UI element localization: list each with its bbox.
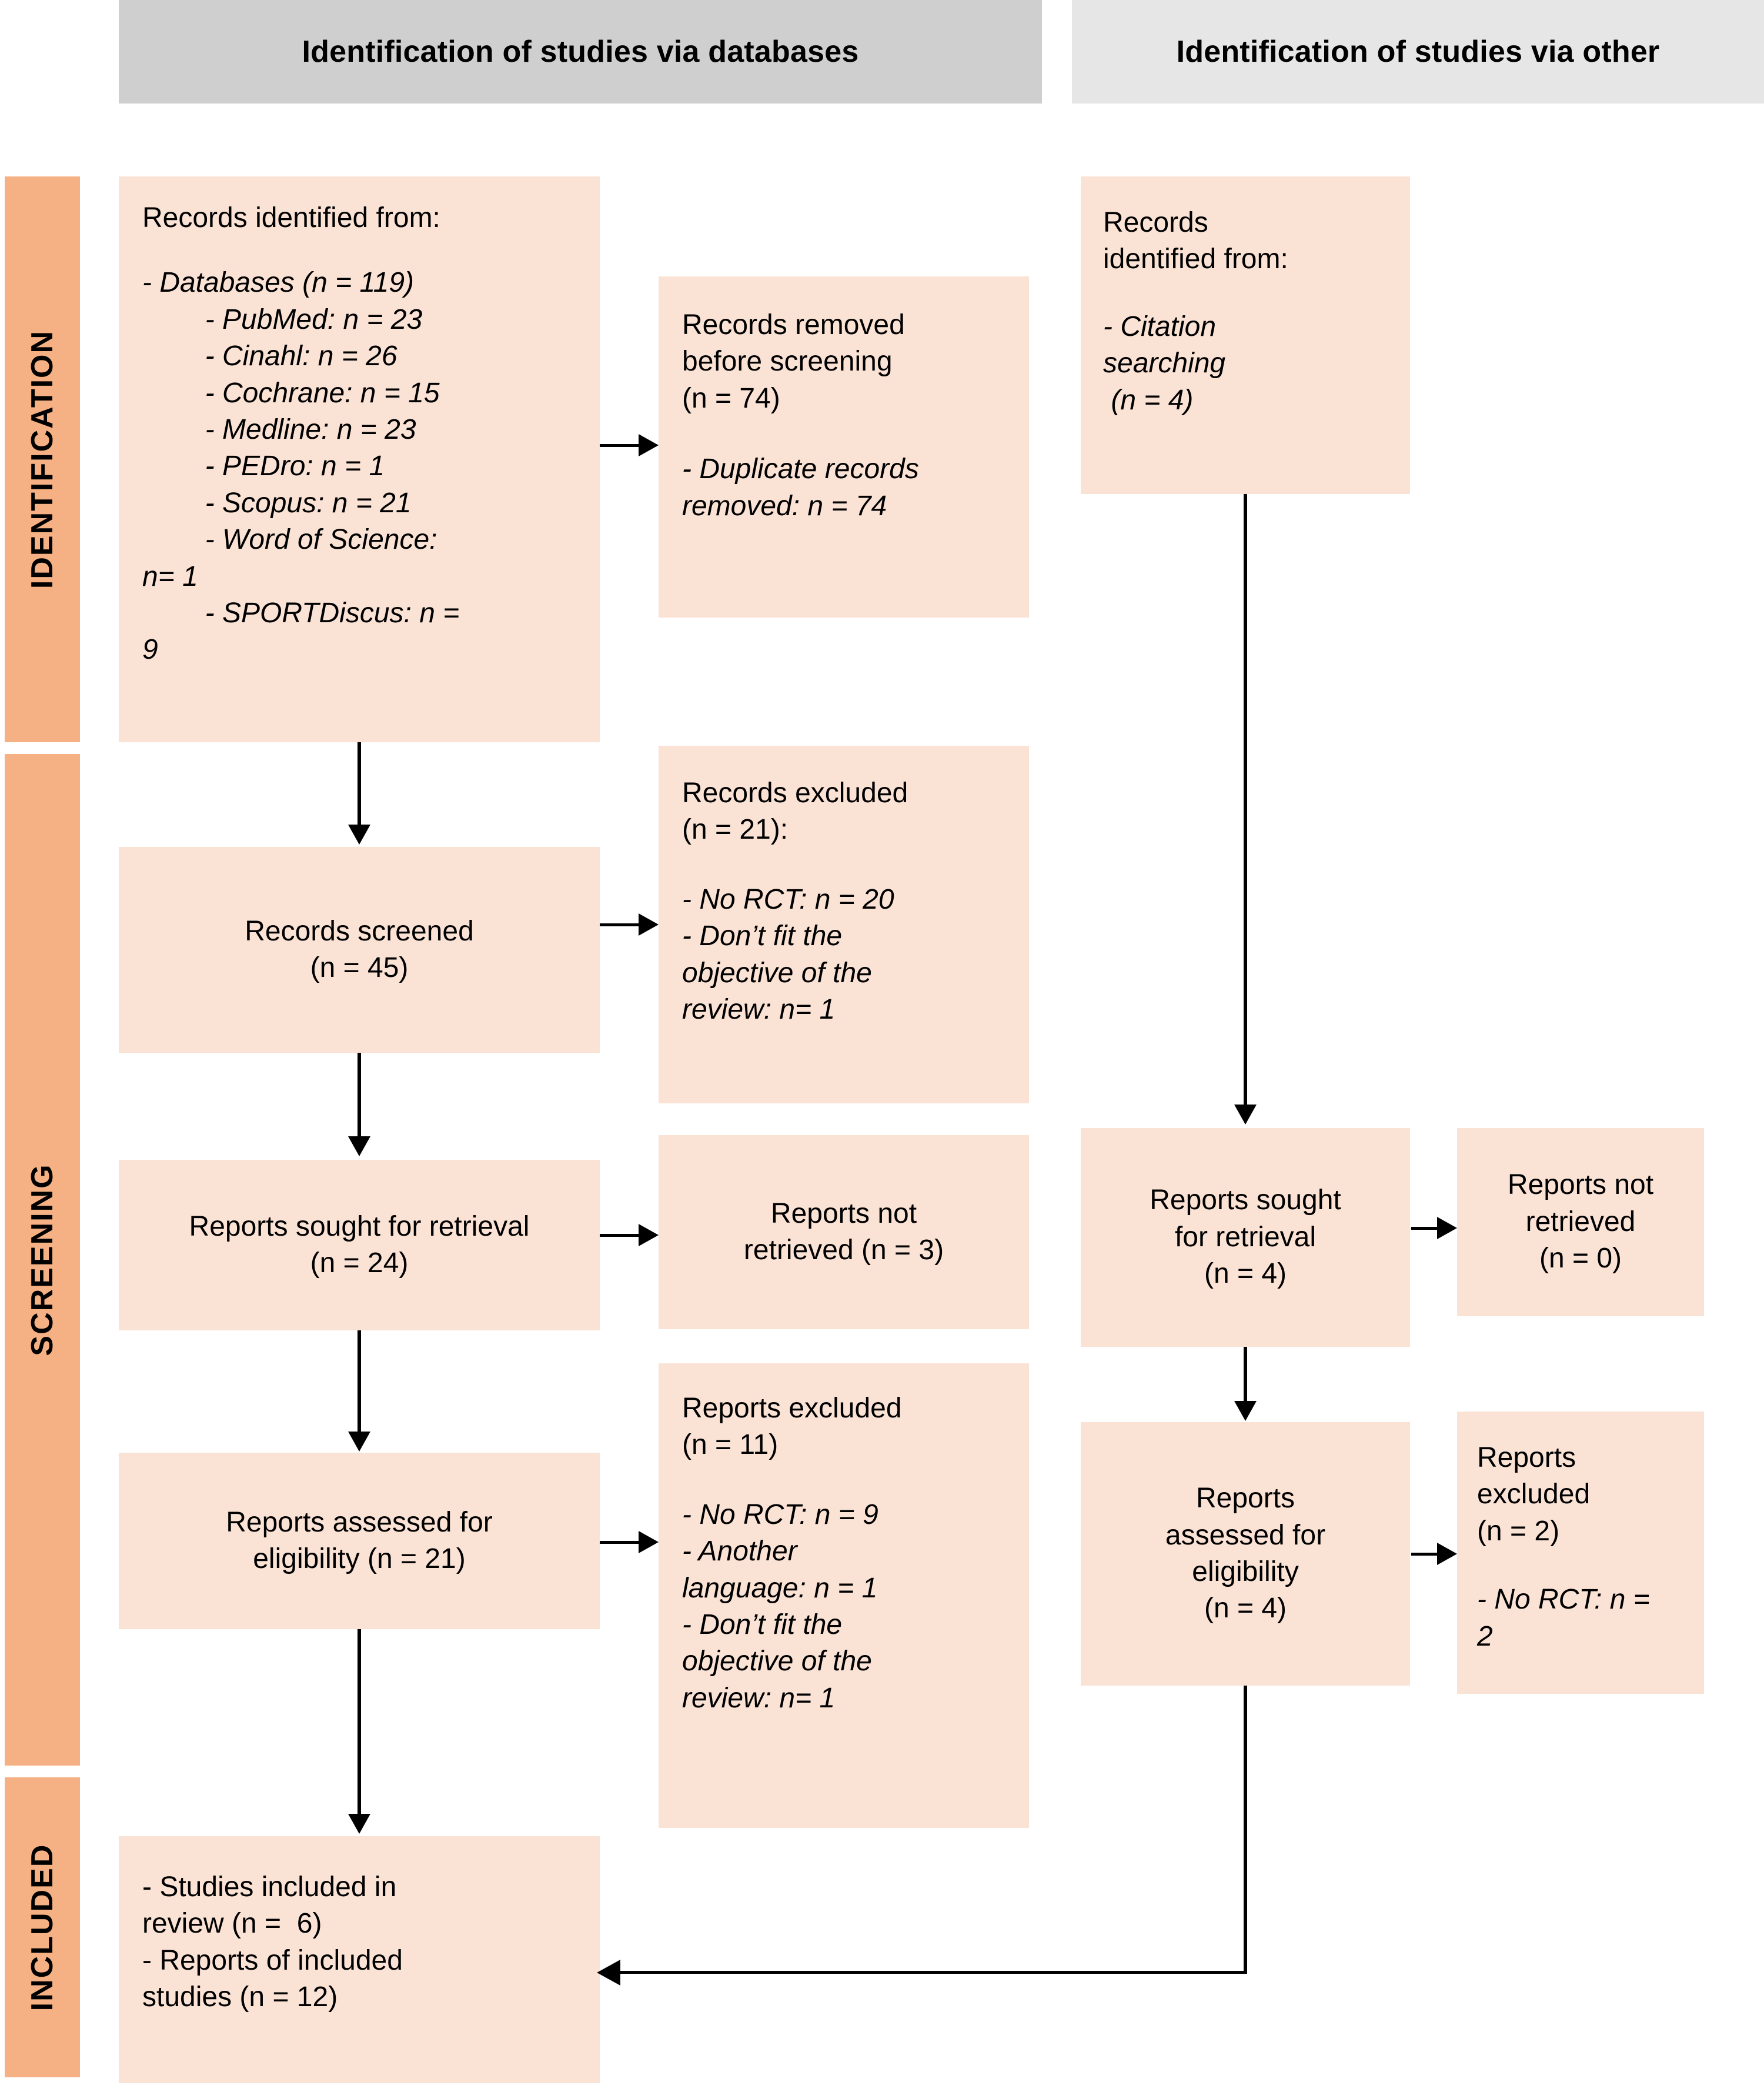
box-studies-included-in-review: - Studies included in review (n = 6) - R… bbox=[119, 1836, 600, 2083]
arrowhead-assessed-to-excluded-other bbox=[1437, 1543, 1457, 1565]
header-identification-via-other: Identification of studies via other bbox=[1072, 0, 1764, 104]
connector-assessed-other-left-to-included bbox=[620, 1971, 1247, 1974]
records-removed-detail: - Duplicate records removed: n = 74 bbox=[682, 453, 919, 522]
reports-sought-other-title: Reports sought for retrieval (n = 4) bbox=[1150, 1185, 1341, 1290]
box-records-identified-other: Records identified from: - Citation sear… bbox=[1081, 176, 1410, 494]
connector-identified-to-removed bbox=[600, 444, 639, 447]
records-screened-title: Records screened (n = 45) bbox=[245, 915, 474, 983]
box-reports-sought-for-retrieval-databases: Reports sought for retrieval (n = 24) bbox=[119, 1160, 600, 1330]
connector-sought-to-notretrieved-db bbox=[600, 1234, 639, 1237]
box-reports-assessed-for-eligibility-databases: Reports assessed for eligibility (n = 21… bbox=[119, 1453, 600, 1629]
box-reports-not-retrieved-databases: Reports not retrieved (n = 3) bbox=[659, 1135, 1029, 1329]
arrowhead-sought-to-assessed-db bbox=[348, 1432, 370, 1452]
arrowhead-sought-to-assessed-other bbox=[1234, 1401, 1257, 1421]
stage-label-included: INCLUDED bbox=[25, 1843, 59, 2011]
connector-sought-to-notretrieved-other bbox=[1411, 1227, 1437, 1230]
stage-bar-identification: IDENTIFICATION bbox=[5, 176, 80, 742]
reports-assessed-db-title: Reports assessed for eligibility (n = 21… bbox=[226, 1506, 493, 1574]
box-records-excluded: Records excluded (n = 21): - No RCT: n =… bbox=[659, 746, 1029, 1103]
stage-label-identification: IDENTIFICATION bbox=[25, 329, 59, 589]
reports-sought-db-title: Reports sought for retrieval (n = 24) bbox=[189, 1210, 530, 1279]
reports-excluded-db-title: Reports excluded (n = 11) bbox=[682, 1393, 902, 1461]
box-records-removed-before-screening: Records removed before screening (n = 74… bbox=[659, 276, 1029, 618]
box-reports-excluded-other: Reports excluded (n = 2) - No RCT: n = 2 bbox=[1457, 1412, 1704, 1694]
stage-label-screening: SCREENING bbox=[25, 1163, 59, 1356]
connector-assessed-other-down-to-included bbox=[1244, 1686, 1247, 1974]
records-identified-title: Records identified from: bbox=[142, 202, 440, 233]
records-excluded-title: Records excluded (n = 21): bbox=[682, 778, 908, 846]
connector-screened-to-excluded bbox=[600, 923, 639, 926]
box-reports-excluded-databases: Reports excluded (n = 11) - No RCT: n = … bbox=[659, 1363, 1029, 1828]
arrowhead-sought-to-notretrieved-other bbox=[1437, 1217, 1457, 1239]
box-reports-not-retrieved-other: Reports not retrieved (n = 0) bbox=[1457, 1128, 1704, 1316]
stage-bar-screening: SCREENING bbox=[5, 754, 80, 1766]
records-excluded-reasons: - No RCT: n = 20 - Don’t fit the objecti… bbox=[682, 883, 894, 1025]
reports-excluded-other-reasons: - No RCT: n = 2 bbox=[1477, 1584, 1650, 1652]
reports-not-retrieved-db-title: Reports not retrieved (n = 3) bbox=[743, 1197, 944, 1266]
arrowhead-identified-to-sought-other bbox=[1234, 1105, 1257, 1125]
arrowhead-assessed-to-excluded-db bbox=[639, 1531, 659, 1553]
connector-assessed-to-included bbox=[358, 1629, 361, 1814]
arrowhead-other-to-included bbox=[597, 1960, 620, 1986]
stage-bar-included: INCLUDED bbox=[5, 1777, 80, 2077]
arrowhead-screened-to-sought bbox=[348, 1136, 370, 1156]
reports-excluded-db-reasons: - No RCT: n = 9 - Another language: n = … bbox=[682, 1499, 878, 1714]
arrowhead-sought-to-notretrieved-db bbox=[639, 1224, 659, 1246]
box-records-identified-databases: Records identified from: - Databases (n … bbox=[119, 176, 600, 742]
header-identification-via-databases: Identification of studies via databases bbox=[119, 0, 1042, 104]
records-identified-sources-list: - Databases (n = 119) - PubMed: n = 23 -… bbox=[142, 267, 460, 666]
reports-assessed-other-title: Reports assessed for eligibility (n = 4) bbox=[1165, 1483, 1326, 1624]
arrowhead-identified-to-screened bbox=[348, 825, 370, 845]
box-reports-sought-for-retrieval-other: Reports sought for retrieval (n = 4) bbox=[1081, 1128, 1410, 1347]
records-identified-other-sources: - Citation searching (n = 4) bbox=[1103, 311, 1226, 416]
connector-assessed-to-excluded-db bbox=[600, 1541, 639, 1544]
connector-assessed-to-excluded-other bbox=[1411, 1553, 1437, 1556]
connector-screened-to-sought bbox=[358, 1053, 361, 1136]
box-records-screened: Records screened (n = 45) bbox=[119, 847, 600, 1053]
connector-identified-to-sought-other bbox=[1244, 494, 1247, 1105]
reports-not-retrieved-other-title: Reports not retrieved (n = 0) bbox=[1507, 1169, 1654, 1274]
arrowhead-screened-to-excluded bbox=[639, 913, 659, 936]
box-reports-assessed-for-eligibility-other: Reports assessed for eligibility (n = 4) bbox=[1081, 1422, 1410, 1686]
reports-excluded-other-title: Reports excluded (n = 2) bbox=[1477, 1442, 1591, 1547]
records-removed-title: Records removed before screening (n = 74… bbox=[682, 309, 905, 414]
connector-sought-to-assessed-db bbox=[358, 1330, 361, 1432]
connector-sought-to-assessed-other bbox=[1244, 1347, 1247, 1401]
arrowhead-assessed-to-included bbox=[348, 1814, 370, 1834]
studies-included-detail: - Studies included in review (n = 6) - R… bbox=[142, 1871, 403, 2013]
arrowhead-identified-to-removed bbox=[639, 434, 659, 456]
connector-identified-to-screened bbox=[358, 742, 361, 825]
records-identified-other-title: Records identified from: bbox=[1103, 207, 1288, 275]
